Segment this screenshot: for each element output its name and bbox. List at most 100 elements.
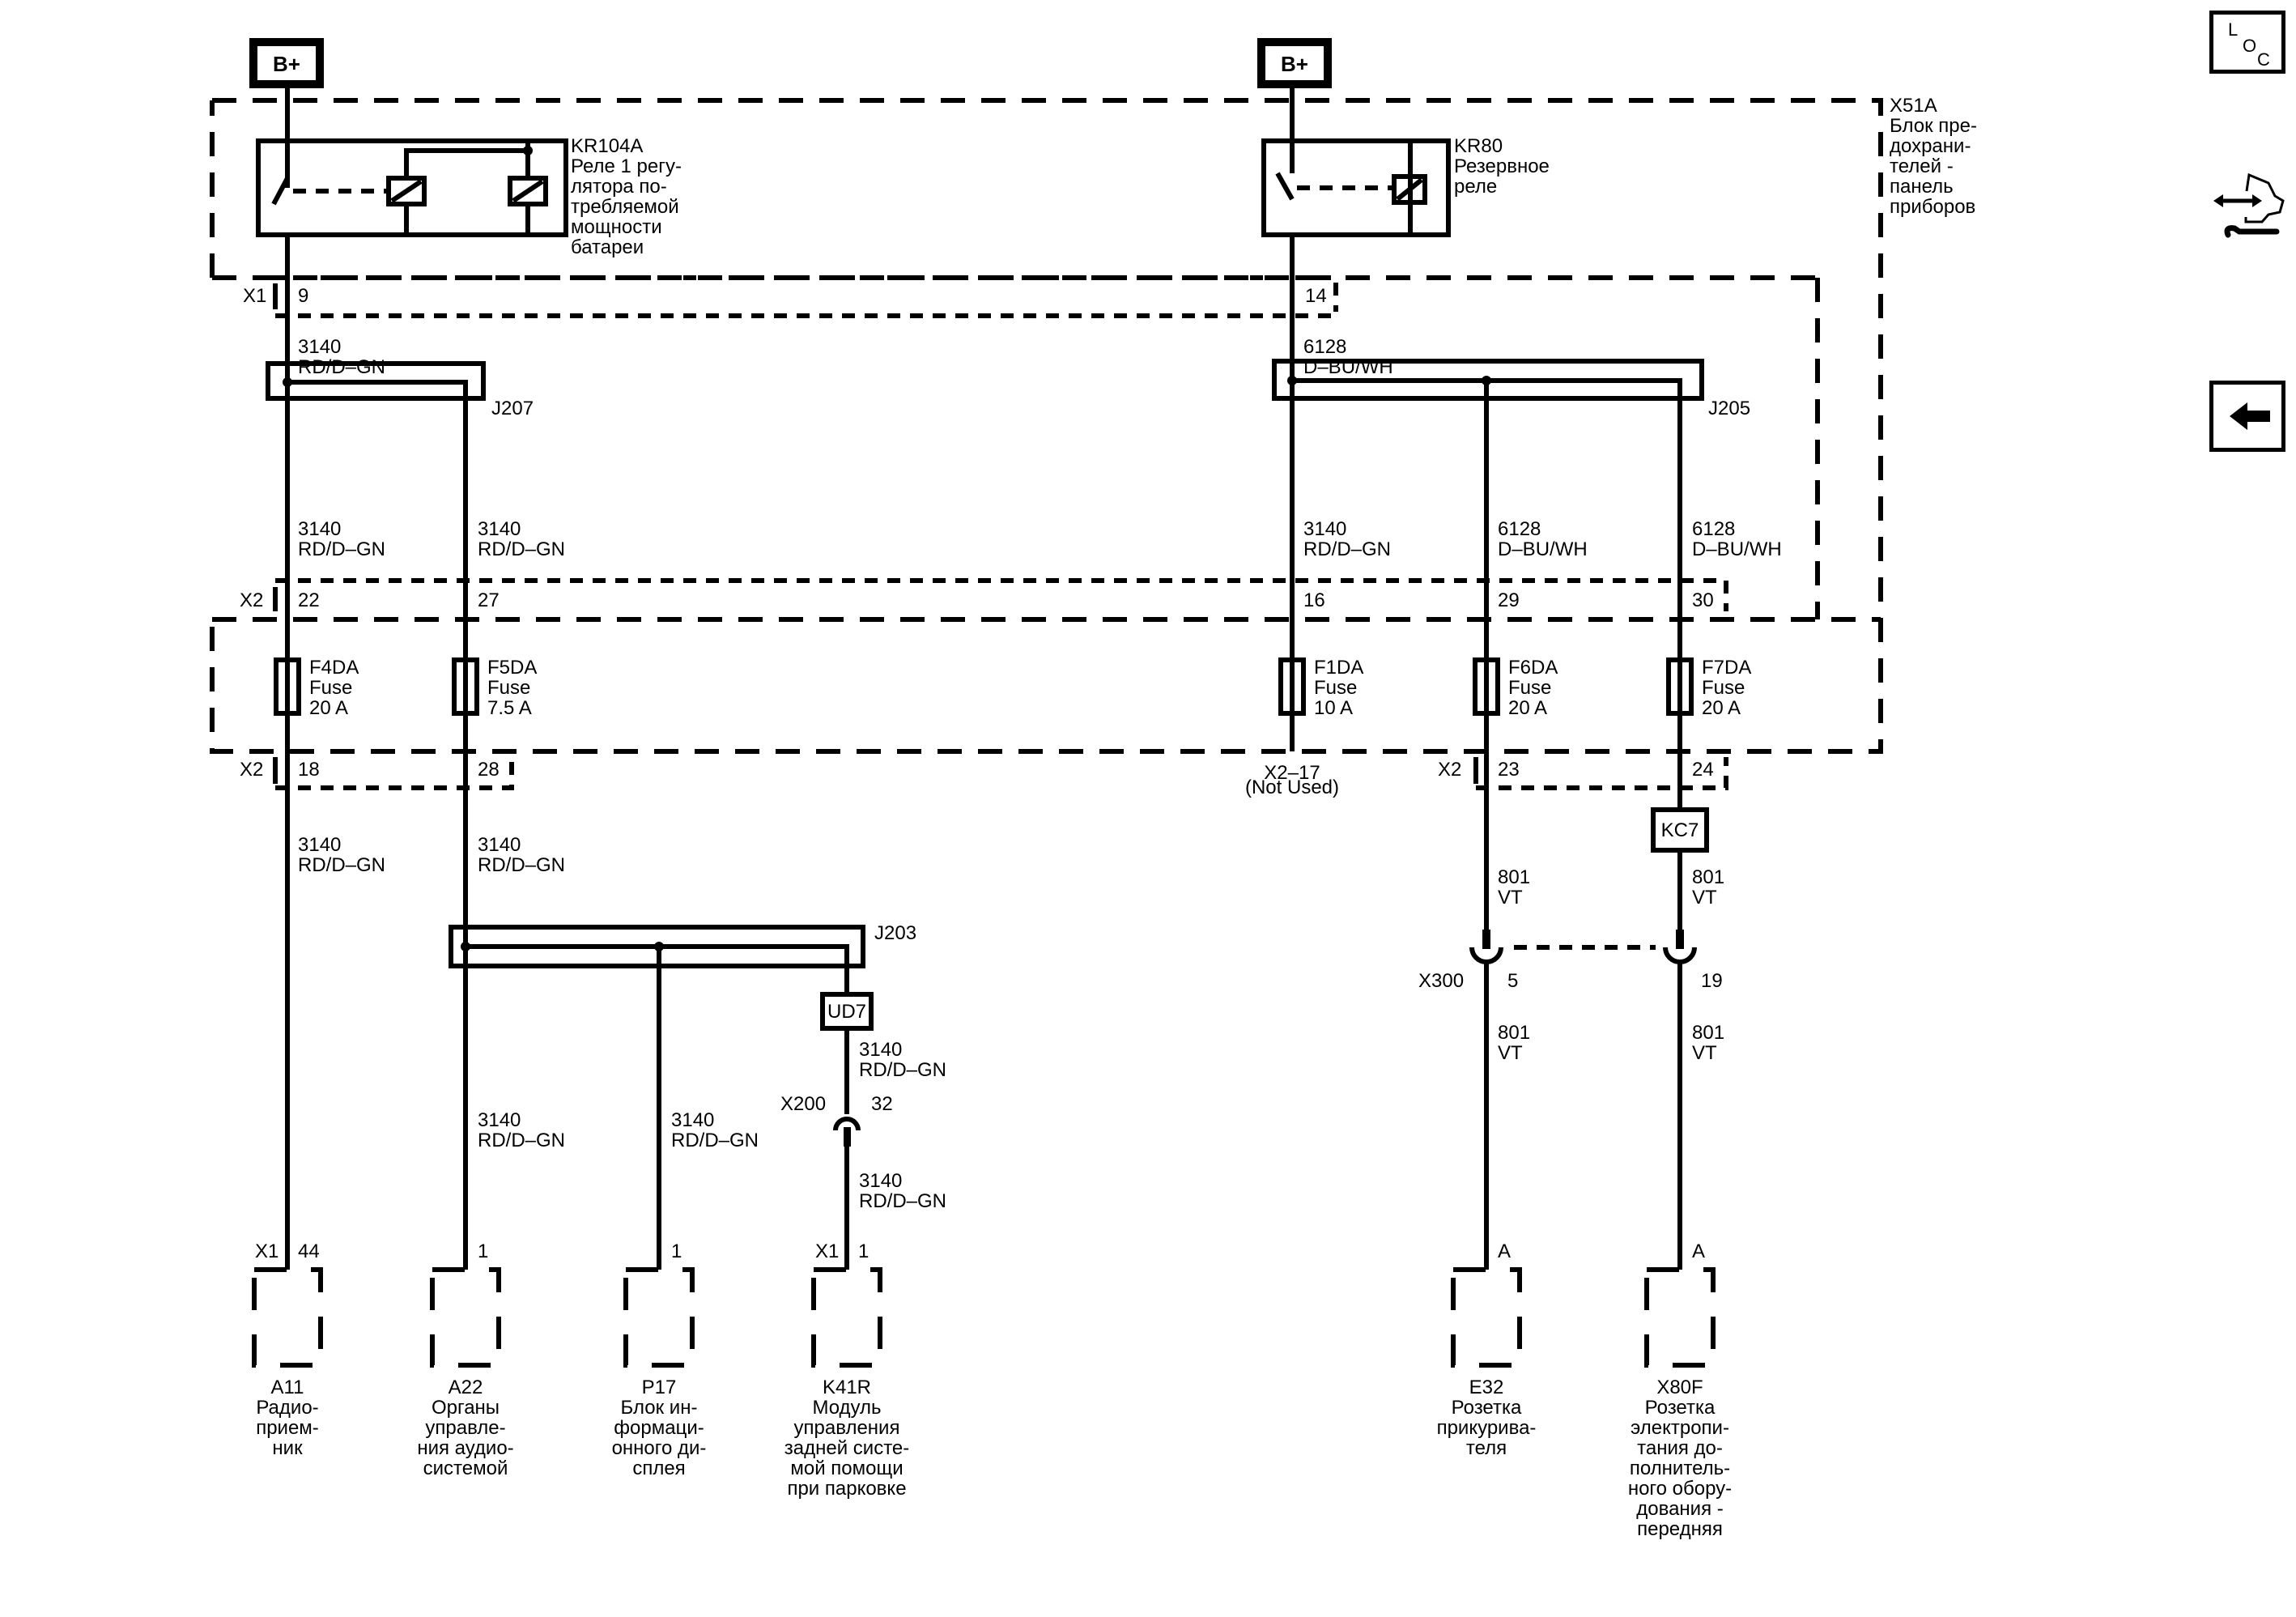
svg-text:F5DA: F5DA <box>487 657 537 679</box>
svg-text:X2: X2 <box>240 589 263 611</box>
svg-text:X300: X300 <box>1418 970 1464 992</box>
svg-text:22: 22 <box>298 589 320 611</box>
svg-text:RD/D–GN: RD/D–GN <box>298 854 385 876</box>
svg-text:3140: 3140 <box>859 1039 902 1061</box>
svg-text:RD/D–GN: RD/D–GN <box>671 1130 759 1151</box>
svg-text:X2: X2 <box>240 759 263 781</box>
svg-text:Органы: Органы <box>432 1397 500 1419</box>
svg-text:1: 1 <box>858 1240 869 1262</box>
svg-text:C: C <box>2257 49 2270 70</box>
svg-text:онного ди-: онного ди- <box>612 1437 707 1459</box>
svg-text:801: 801 <box>1692 1022 1724 1044</box>
location-button[interactable]: L O C <box>2209 11 2285 74</box>
svg-text:6128: 6128 <box>1498 518 1541 540</box>
connector-x1-top[interactable]: X1 9 14 <box>243 275 1338 318</box>
connector-view-icon <box>2213 172 2285 238</box>
svg-text:VT: VT <box>1692 887 1717 908</box>
svg-text:44: 44 <box>298 1240 320 1262</box>
svg-text:3140: 3140 <box>298 518 341 540</box>
svg-text:29: 29 <box>1498 589 1520 611</box>
svg-text:20 A: 20 A <box>1702 697 1741 719</box>
svg-text:A: A <box>1498 1240 1511 1262</box>
svg-text:(Not Used): (Not Used) <box>1245 777 1339 798</box>
svg-text:3140: 3140 <box>478 1109 521 1131</box>
component-a11[interactable]: X1 44 A11 Радио- прием- ник <box>252 1240 323 1459</box>
svg-text:Fuse: Fuse <box>1702 677 1745 699</box>
svg-text:полнитель-: полнитель- <box>1630 1457 1730 1479</box>
wire-lines <box>285 84 1682 1270</box>
splice-j203[interactable]: J203 <box>449 922 916 968</box>
svg-text:мой помощи: мой помощи <box>790 1457 903 1479</box>
svg-text:K41R: K41R <box>823 1377 871 1398</box>
connector-x2-bottom-left[interactable]: X2 18 28 <box>240 757 514 790</box>
svg-text:Fuse: Fuse <box>1314 677 1357 699</box>
svg-text:27: 27 <box>478 589 500 611</box>
connector-x200[interactable]: X200 32 <box>780 1093 893 1147</box>
splice-j205[interactable]: J205 <box>1272 359 1750 419</box>
component-k41r[interactable]: X1 1 K41R Модуль управления задней систе… <box>784 1240 910 1500</box>
svg-text:VT: VT <box>1692 1042 1717 1064</box>
svg-text:6128: 6128 <box>1692 518 1735 540</box>
svg-text:Блок ин-: Блок ин- <box>621 1397 698 1419</box>
svg-text:X1: X1 <box>255 1240 278 1262</box>
svg-text:Резервное: Резервное <box>1454 155 1550 177</box>
component-x80f[interactable]: A X80F Розетка электропи- тания до- полн… <box>1628 1240 1732 1540</box>
fuse-block-outline <box>210 98 1883 754</box>
relay-kr104a[interactable] <box>256 100 568 237</box>
svg-text:32: 32 <box>871 1093 893 1115</box>
svg-text:E32: E32 <box>1469 1377 1504 1398</box>
svg-text:O: O <box>2243 36 2256 56</box>
svg-text:Розетка: Розетка <box>1452 1397 1522 1419</box>
svg-text:F1DA: F1DA <box>1314 657 1363 679</box>
svg-text:Блок пре-: Блок пре- <box>1890 115 1977 137</box>
svg-text:ния аудио-: ния аудио- <box>417 1437 513 1459</box>
svg-text:RD/D–GN: RD/D–GN <box>478 1130 565 1151</box>
connector-x2-bottom-right[interactable]: X2 23 24 <box>1438 757 1728 790</box>
svg-text:801: 801 <box>1498 866 1530 888</box>
svg-text:лятора по-: лятора по- <box>571 176 667 198</box>
svg-text:F7DA: F7DA <box>1702 657 1751 679</box>
svg-text:теля: теля <box>1466 1437 1507 1459</box>
component-p17[interactable]: 1 P17 Блок ин- формаци- онного ди- сплея <box>612 1240 707 1479</box>
component-a22[interactable]: 1 A22 Органы управле- ния аудио- системо… <box>417 1240 513 1479</box>
option-ud7[interactable]: UD7 <box>820 992 874 1031</box>
connector-x2-top[interactable]: X2 22 27 16 29 30 <box>240 578 1728 611</box>
svg-text:Модуль: Модуль <box>812 1397 881 1419</box>
svg-text:X2: X2 <box>1438 759 1461 781</box>
relay-kr80-label: KR80 Резервное реле <box>1454 135 1550 198</box>
svg-text:реле: реле <box>1454 176 1497 198</box>
svg-text:A11: A11 <box>271 1377 304 1398</box>
svg-text:1: 1 <box>478 1240 488 1262</box>
svg-text:X51A: X51A <box>1890 95 1937 117</box>
svg-text:VT: VT <box>1498 887 1523 908</box>
svg-text:Розетка: Розетка <box>1645 1397 1716 1419</box>
svg-text:3140: 3140 <box>478 834 521 856</box>
battery-source-left[interactable]: B+ <box>249 38 324 88</box>
relay-kr80[interactable] <box>1261 100 1451 237</box>
svg-text:прикурива-: прикурива- <box>1437 1417 1537 1439</box>
back-button[interactable] <box>2209 381 2285 452</box>
svg-text:A22: A22 <box>449 1377 483 1398</box>
loc-icon: L O C <box>2228 19 2270 70</box>
svg-text:14: 14 <box>1305 285 1327 307</box>
svg-text:RD/D–GN: RD/D–GN <box>298 538 385 560</box>
connector-x300[interactable]: X300 5 19 <box>1418 930 1723 992</box>
svg-text:10 A: 10 A <box>1314 697 1353 719</box>
svg-text:23: 23 <box>1498 759 1520 781</box>
svg-text:при парковке: при парковке <box>787 1478 906 1500</box>
option-kc7[interactable]: KC7 <box>1651 807 1709 853</box>
svg-text:D–BU/WH: D–BU/WH <box>1498 538 1588 560</box>
svg-text:Fuse: Fuse <box>1508 677 1551 699</box>
component-e32[interactable]: A E32 Розетка прикурива- теля <box>1437 1240 1537 1459</box>
svg-text:передняя: передняя <box>1637 1518 1723 1540</box>
splice-j207[interactable]: J207 <box>266 361 534 419</box>
svg-text:тания до-: тания до- <box>1637 1437 1723 1459</box>
svg-text:3140: 3140 <box>859 1170 902 1192</box>
battery-source-right[interactable]: B+ <box>1257 38 1332 88</box>
connector-end-view-button[interactable] <box>2210 170 2291 259</box>
